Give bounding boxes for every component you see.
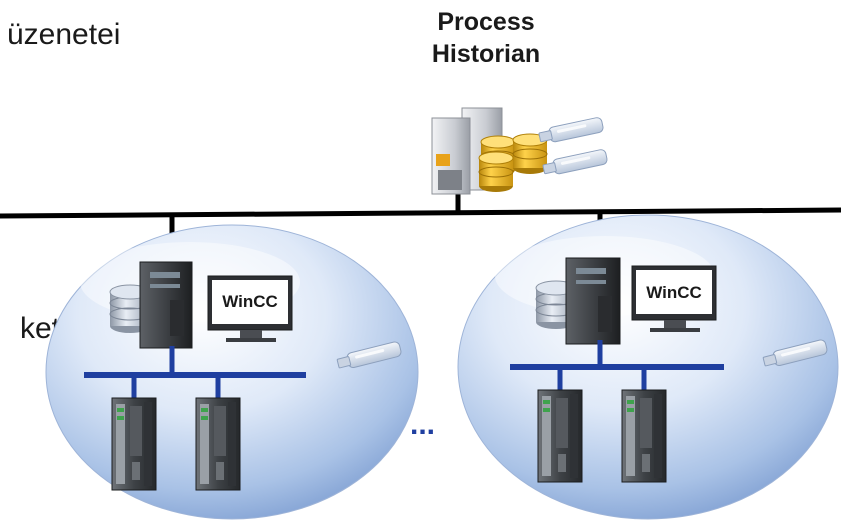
wincc-label: WinCC: [222, 292, 278, 311]
plc-controller: [111, 397, 157, 491]
station-bubble-right: WinCC: [457, 214, 839, 520]
plc-controller-3: [537, 389, 583, 483]
process-historian-title-line2: Historian: [431, 40, 541, 68]
wincc-monitor-2: WinCC: [631, 265, 717, 332]
plc-controller-2: [195, 397, 241, 491]
partial-text-top: üzenetei: [7, 18, 121, 51]
server-tower-2: [565, 257, 621, 345]
process-historian-title-line1: Process: [437, 8, 535, 36]
station-bubble-left: WinCC: [45, 224, 419, 520]
plant-network-bus: [0, 207, 841, 219]
process-historian-title: Process Historian: [396, 6, 576, 70]
process-historian-server: [431, 107, 609, 195]
ellipsis: ...: [410, 408, 435, 441]
historian-database-icon-3: [478, 151, 514, 193]
historian-tower-vent: [438, 170, 462, 190]
historian-usb-icon: [537, 116, 605, 146]
wincc-label-2: WinCC: [646, 283, 702, 302]
wincc-monitor: WinCC: [207, 275, 293, 342]
server-tower: [139, 261, 193, 349]
historian-tower-led: [436, 154, 450, 166]
historian-usb-icon-2: [541, 148, 609, 178]
plc-controller-4: [621, 389, 667, 483]
